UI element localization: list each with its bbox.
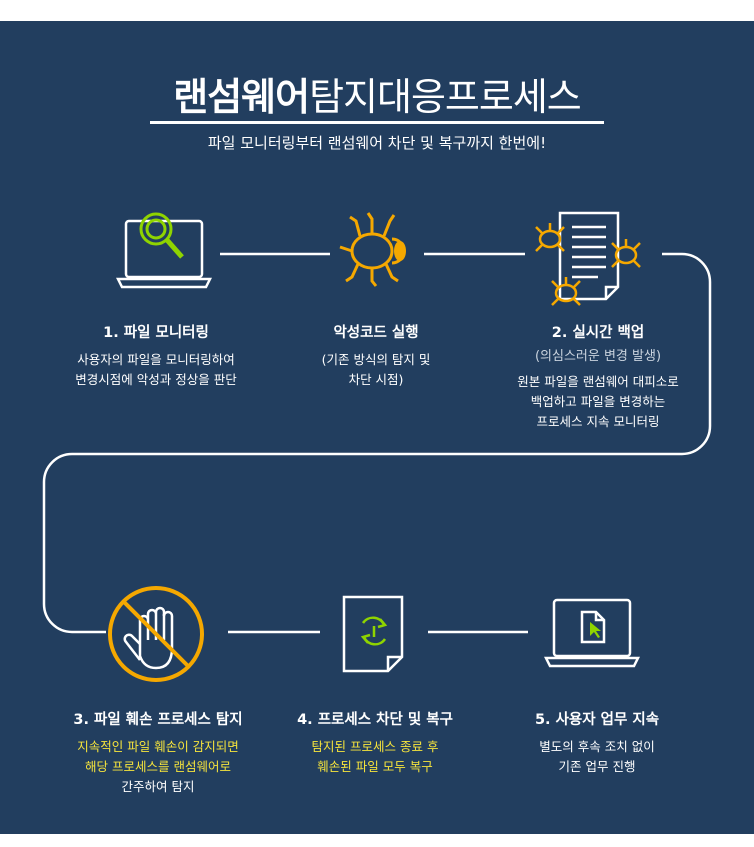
step-1-desc-line: 사용자의 파일을 모니터링하여 — [77, 352, 235, 367]
step-3-desc: 지속적인 파일 훼손이 감지되면 해당 프로세스를 랜섬웨어로 간주하여 탐지 — [36, 737, 280, 797]
step-4-block-restore: 4. 프로세스 차단 및 복구 탐지된 프로세스 종료 후 훼손된 파일 모두 … — [270, 708, 480, 777]
step-3-desc-line: 해당 프로세스를 랜섬웨어로 — [85, 759, 231, 774]
page-subtitle: 파일 모니터링부터 랜섬웨어 차단 및 복구까지 한번에! — [207, 134, 547, 152]
bug-icon — [339, 212, 406, 287]
step-3-desc-line: 지속적인 파일 훼손이 감지되면 — [77, 739, 239, 754]
step-3-title: 3. 파일 훼손 프로세스 탐지 — [73, 712, 243, 728]
step-5-desc: 별도의 후속 조치 없이 기존 업무 진행 — [492, 737, 702, 777]
step-5-desc-line: 별도의 후속 조치 없이 — [539, 739, 655, 754]
step-5-desc-line: 기존 업무 진행 — [558, 759, 636, 774]
laptop-file-cursor-icon — [544, 598, 640, 668]
step-2-subtitle: (의심스러운 변경 발생) — [534, 349, 662, 364]
step-3-process-detection: 3. 파일 훼손 프로세스 탐지 지속적인 파일 훼손이 감지되면 해당 프로세… — [36, 708, 280, 797]
step-2-desc-line: 원본 파일을 랜섬웨어 대피소로 — [517, 374, 679, 389]
malware-desc-line: 차단 시점) — [348, 372, 404, 387]
step-4-desc: 탐지된 프로세스 종료 후 훼손된 파일 모두 복구 — [270, 737, 480, 777]
step-1-file-monitoring: 1. 파일 모니터링 사용자의 파일을 모니터링하여 변경시점에 악성과 정상을… — [36, 321, 276, 390]
malware-desc: (기존 방식의 탐지 및 차단 시점) — [276, 350, 476, 390]
step-4-desc-line: 훼손된 파일 모두 복구 — [317, 759, 433, 774]
step-2-desc-line: 백업하고 파일을 변경하는 — [530, 394, 666, 409]
document-bugs-icon — [535, 211, 641, 306]
step-2-desc-line: 프로세스 지속 모니터링 — [536, 414, 660, 429]
step-1-desc: 사용자의 파일을 모니터링하여 변경시점에 악성과 정상을 판단 — [36, 350, 276, 390]
page-title: 랜섬웨어탐지대응프로세스 — [0, 66, 754, 121]
step-5-title: 5. 사용자 업무 지속 — [534, 712, 660, 728]
step-2-realtime-backup: 2. 실시간 백업 (의심스러운 변경 발생) 원본 파일을 랜섬웨어 대피소로… — [478, 321, 718, 432]
background-panel — [0, 21, 754, 834]
prohibited-hand-icon — [108, 586, 204, 682]
title-bold: 랜섬웨어 — [173, 75, 310, 119]
malware-title: 악성코드 실행 — [333, 325, 419, 341]
step-malware-execution: 악성코드 실행 (기존 방식의 탐지 및 차단 시점) — [276, 321, 476, 390]
step-1-desc-line: 변경시점에 악성과 정상을 판단 — [75, 372, 237, 387]
step-2-title: 2. 실시간 백업 — [551, 325, 645, 341]
step-3-desc-line: 간주하여 탐지 — [121, 779, 195, 794]
step-4-title: 4. 프로세스 차단 및 복구 — [297, 712, 453, 728]
malware-desc-line: (기존 방식의 탐지 및 — [321, 352, 431, 367]
step-5-continue-work: 5. 사용자 업무 지속 별도의 후속 조치 없이 기존 업무 진행 — [492, 708, 702, 777]
document-restore-icon — [342, 595, 404, 673]
title-underline — [150, 121, 604, 124]
step-4-desc-line: 탐지된 프로세스 종료 후 — [311, 739, 439, 754]
step-2-desc: 원본 파일을 랜섬웨어 대피소로 백업하고 파일을 변경하는 프로세스 지속 모… — [478, 372, 718, 432]
connector-3-4-loop — [42, 252, 712, 634]
step-1-title: 1. 파일 모니터링 — [103, 325, 209, 341]
title-light: 탐지대응프로세스 — [309, 75, 582, 119]
laptop-magnifier-icon — [116, 212, 212, 289]
